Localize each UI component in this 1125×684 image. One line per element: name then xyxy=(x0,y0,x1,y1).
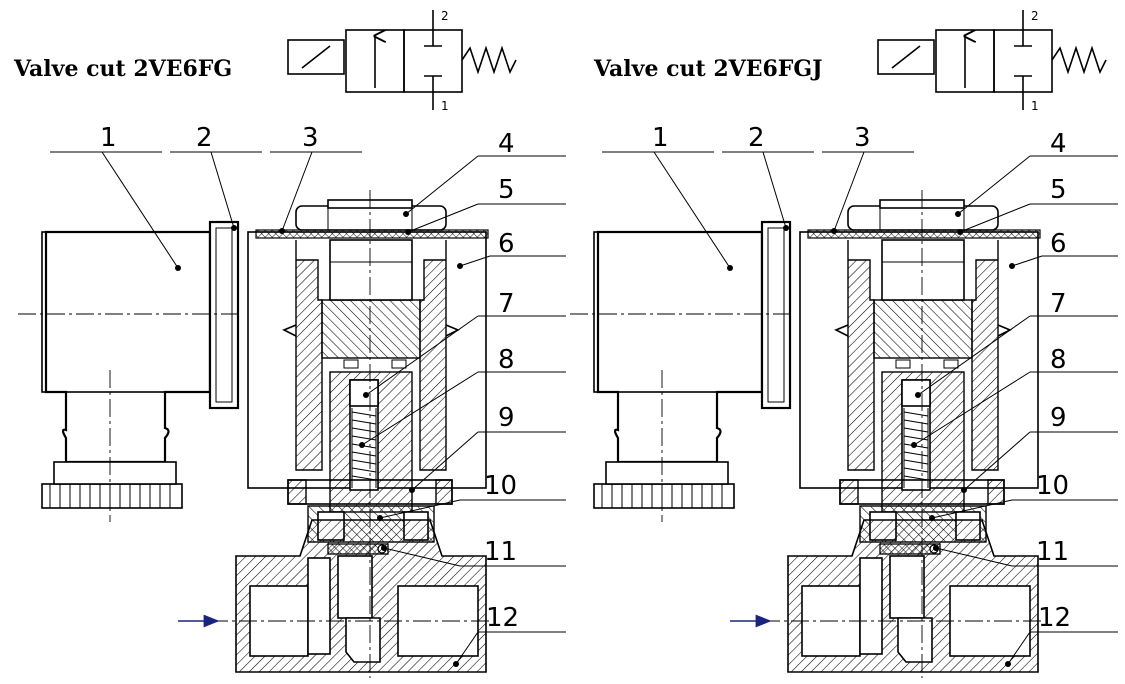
left-callout-11: 11 xyxy=(484,537,517,567)
left-callout-5: 5 xyxy=(498,175,515,205)
left-callout-10: 10 xyxy=(484,471,517,501)
right-callouts: 1 2 3 4 5 6 7 8 9 10 11 12 xyxy=(652,123,1071,633)
right-callout-1: 1 xyxy=(652,123,669,153)
left-callout-9: 9 xyxy=(498,403,515,433)
right-title: Valve cut 2VE6FGJ xyxy=(593,56,823,82)
left-callout-6: 6 xyxy=(498,229,515,259)
left-valve-section xyxy=(18,151,567,678)
right-callout-9: 9 xyxy=(1050,403,1067,433)
right-port-2: 2 xyxy=(1031,9,1039,23)
right-valve-symbol: 2 1 xyxy=(878,9,1106,113)
right-port-1: 1 xyxy=(1031,99,1039,113)
right-panel: Valve cut 2VE6FGJ 2 1 1 2 3 4 5 6 7 8 9 … xyxy=(570,9,1119,678)
left-callout-1: 1 xyxy=(100,123,117,153)
right-callout-11: 11 xyxy=(1036,537,1069,567)
right-callout-3: 3 xyxy=(854,123,871,153)
left-callout-4: 4 xyxy=(498,129,515,159)
left-title: Valve cut 2VE6FG xyxy=(13,56,232,82)
left-callout-8: 8 xyxy=(498,345,515,375)
right-callout-5: 5 xyxy=(1050,175,1067,205)
left-port-2: 2 xyxy=(441,9,449,23)
left-callout-3: 3 xyxy=(302,123,319,153)
right-callout-12: 12 xyxy=(1038,603,1071,633)
left-valve-symbol: 2 1 xyxy=(288,9,516,113)
right-callout-6: 6 xyxy=(1050,229,1067,259)
right-callout-2: 2 xyxy=(748,123,765,153)
left-port-1: 1 xyxy=(441,99,449,113)
left-callout-7: 7 xyxy=(498,289,515,319)
left-callout-12: 12 xyxy=(486,603,519,633)
right-callout-8: 8 xyxy=(1050,345,1067,375)
left-panel: Valve cut 2VE6FG 2 1 1 2 3 4 5 6 7 8 9 1… xyxy=(13,9,567,678)
right-callout-4: 4 xyxy=(1050,129,1067,159)
left-callout-2: 2 xyxy=(196,123,213,153)
right-callout-7: 7 xyxy=(1050,289,1067,319)
right-valve-section xyxy=(570,151,1119,678)
right-callout-10: 10 xyxy=(1036,471,1069,501)
left-callouts: 1 2 3 4 5 6 7 8 9 10 11 12 xyxy=(100,123,519,633)
